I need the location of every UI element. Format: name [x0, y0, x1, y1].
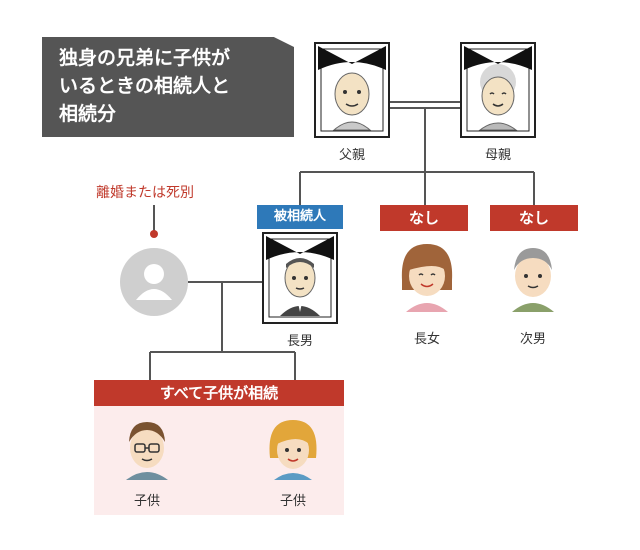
divorce-note: 離婚または死別	[96, 185, 194, 201]
eldest-daughter-label: 長女	[413, 332, 440, 347]
grandchild-girl-avatar	[269, 420, 317, 480]
grandchild-first-label: 子供	[133, 494, 160, 509]
diagram-title: 独身の兄弟に子供が いるときの相続人と 相続分	[42, 37, 294, 137]
eldest-daughter-badge: なし	[380, 205, 468, 231]
eldest-son-label: 長男	[286, 334, 313, 349]
eldest-son-badge: 被相続人	[257, 205, 343, 229]
mother-memorial-portrait	[460, 42, 536, 138]
second-son-label: 次男	[519, 332, 546, 347]
grandchild-boy-avatar	[126, 422, 168, 480]
grandchild-second-label: 子供	[279, 494, 306, 509]
mother-label: 母親	[484, 148, 511, 163]
father-memorial-portrait	[314, 42, 390, 138]
inheritance-banner: すべて子供が相続	[94, 380, 344, 406]
former-spouse-avatar	[120, 248, 188, 316]
title-line-3: 相続分	[59, 103, 117, 125]
father-label: 父親	[338, 148, 365, 163]
second-son-avatar	[512, 248, 554, 312]
eldest-son-memorial-portrait	[262, 232, 338, 324]
second-son-badge: なし	[490, 205, 578, 231]
title-line-2: いるときの相続人と	[59, 75, 231, 97]
title-line-1: 独身の兄弟に子供が	[59, 47, 231, 69]
eldest-daughter-avatar	[401, 244, 453, 312]
